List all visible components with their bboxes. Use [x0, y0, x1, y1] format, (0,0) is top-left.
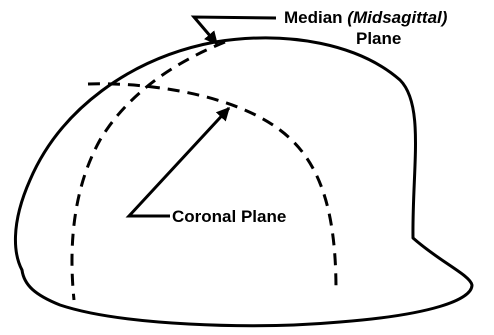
median-plane-label: Median (Midsagittal) — [284, 9, 447, 26]
median-plane-arrow — [190, 15, 277, 46]
coronal-plane-dashed-line — [87, 82, 338, 291]
coronal-plane-label: Coronal Plane — [172, 207, 287, 226]
median-plane-dashed-line — [70, 40, 226, 301]
median-plane-label-line2: Plane — [356, 29, 402, 48]
head-dome-outline — [14, 36, 474, 328]
coronal-plane-arrow — [125, 106, 231, 218]
median-label-text: Median — [284, 8, 348, 27]
midsagittal-label-text: (Midsagittal) — [347, 8, 448, 27]
